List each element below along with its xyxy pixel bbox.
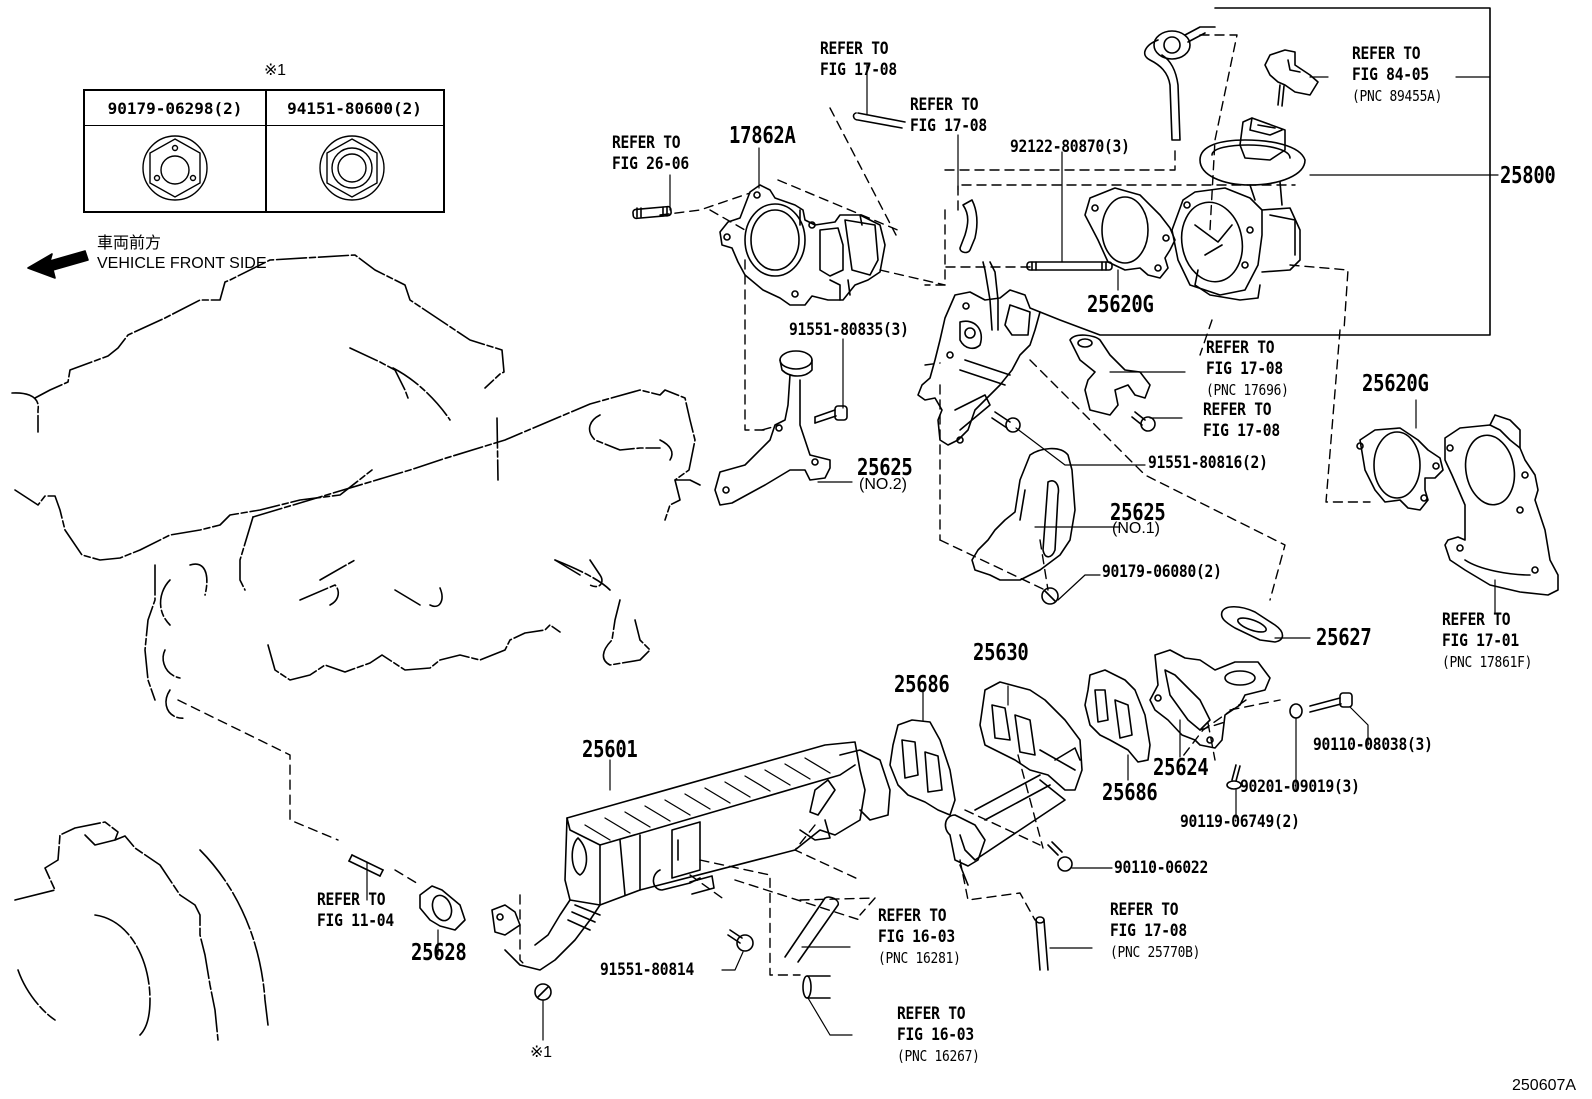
part-25627[interactable]: 25627 bbox=[1316, 625, 1372, 651]
gasket-25627-drawing bbox=[1220, 605, 1284, 643]
insulator-no1-drawing bbox=[971, 447, 1076, 581]
bolt-icon bbox=[814, 405, 848, 424]
egr-bracket-center-drawing bbox=[917, 289, 1041, 446]
bolt-icon bbox=[727, 929, 754, 952]
fastener-table-col-1[interactable]: 90179-06298(2) bbox=[85, 91, 266, 126]
part-25628[interactable]: 25628 bbox=[411, 940, 467, 966]
arrow-left-icon bbox=[27, 250, 89, 279]
engine-block-outline bbox=[11, 254, 701, 719]
part-25620G-lower[interactable]: 25620G bbox=[1362, 371, 1429, 397]
fastener-91551-80835[interactable]: 91551-80835(3) bbox=[789, 320, 909, 340]
vehicle-front-label: VEHICLE FRONT SIDE bbox=[97, 255, 267, 272]
transmission-housing-outline bbox=[14, 821, 269, 1041]
ref-fig-17-08-b[interactable]: REFER TO FIG 17-08 bbox=[910, 95, 987, 136]
bolt-icon bbox=[1309, 692, 1353, 713]
fastener-90179-06080[interactable]: 90179-06080(2) bbox=[1102, 562, 1222, 582]
bracket-no2-drawing bbox=[714, 350, 831, 506]
hose-16281-drawing bbox=[784, 896, 840, 963]
ref-fig-17-01[interactable]: REFER TO FIG 17-01 (PNC 17861F) bbox=[1442, 610, 1533, 671]
bolt-icon bbox=[1047, 841, 1073, 872]
fastener-90201-09019[interactable]: 90201-09019(3) bbox=[1240, 777, 1360, 797]
part-25625-no2-suffix: (NO.2) bbox=[859, 476, 907, 493]
stud-bolt-icon bbox=[632, 205, 672, 220]
throttle-body-drawing bbox=[719, 184, 886, 306]
part-25800[interactable]: 25800 bbox=[1500, 163, 1556, 189]
part-25620G-upper[interactable]: 25620G bbox=[1087, 292, 1154, 318]
ref-fig-26-06[interactable]: REFER TO FIG 26-06 bbox=[612, 133, 689, 174]
nut-icon bbox=[534, 983, 552, 1001]
ref-fig-17-08-a[interactable]: REFER TO FIG 17-08 bbox=[820, 39, 897, 80]
fastener-90110-08038[interactable]: 90110-08038(3) bbox=[1313, 735, 1433, 755]
ref-fig-17-08-pnc-17696[interactable]: REFER TO FIG 17-08 (PNC 17696) bbox=[1206, 338, 1289, 399]
note-marker-1-callout: ※1 bbox=[530, 1044, 552, 1061]
ref-fig-17-08-pnc-25770B[interactable]: REFER TO FIG 17-08 (PNC 25770B) bbox=[1110, 900, 1201, 961]
ref-fig-84-05[interactable]: REFER TO FIG 84-05 (PNC 89455A) bbox=[1352, 44, 1443, 105]
long-stud-bolt-icon bbox=[1026, 261, 1113, 271]
egr-valve-drawing bbox=[1171, 117, 1306, 301]
figure-id: 250607A bbox=[1512, 1077, 1577, 1094]
leader-lines bbox=[366, 64, 1499, 1041]
washer-icon bbox=[1289, 703, 1303, 719]
egr-cooler-drawing bbox=[491, 741, 891, 971]
ref-fig-11-04[interactable]: REFER TO FIG 11-04 bbox=[317, 890, 394, 931]
table-divider bbox=[265, 91, 267, 211]
ref-fig-16-03-pnc-16267[interactable]: REFER TO FIG 16-03 (PNC 16267) bbox=[897, 1004, 980, 1065]
part-25686-left[interactable]: 25686 bbox=[894, 672, 950, 698]
flange-nut-with-lock-points-icon bbox=[85, 126, 266, 211]
egr-gasket-upper-drawing bbox=[1084, 187, 1176, 279]
egr-valve-group-frame bbox=[1039, 7, 1491, 336]
bolt-icon bbox=[991, 411, 1021, 433]
bracket-17696-drawing bbox=[1069, 334, 1151, 416]
note-marker-1: ※1 bbox=[264, 62, 286, 79]
part-25624[interactable]: 25624 bbox=[1153, 755, 1209, 781]
fastener-90110-06022[interactable]: 90110-06022 bbox=[1114, 858, 1208, 878]
flange-nut-icon bbox=[266, 126, 443, 211]
nut-icon bbox=[1041, 587, 1059, 605]
gasket-25686-upper-drawing bbox=[1084, 669, 1151, 763]
vacuum-hose-drawing bbox=[852, 112, 999, 331]
egr-pipe-flange-drawing bbox=[1149, 649, 1271, 749]
part-25630[interactable]: 25630 bbox=[973, 640, 1029, 666]
egr-valve-lower-drawing bbox=[944, 681, 1083, 886]
fastener-90119-06749[interactable]: 90119-06749(2) bbox=[1180, 812, 1300, 832]
egr-gasket-lower-drawing bbox=[1356, 427, 1444, 511]
vacuum-switching-valve-drawing bbox=[1143, 26, 1216, 141]
fastener-table-col-2[interactable]: 94151-80600(2) bbox=[266, 91, 443, 126]
vehicle-front-jp: 車両前方 bbox=[97, 235, 162, 252]
egr-outlet-pipe-drawing bbox=[1444, 414, 1559, 596]
gasket-25628-drawing bbox=[419, 885, 466, 931]
part-25625-no2[interactable]: 25625 bbox=[857, 455, 913, 481]
fastener-table: 90179-06298(2) 94151-80600(2) bbox=[83, 89, 445, 213]
part-25601[interactable]: 25601 bbox=[582, 737, 638, 763]
part-25625-no1-suffix: (NO.1) bbox=[1112, 520, 1160, 537]
hose-25770B-drawing bbox=[1035, 916, 1049, 971]
ref-fig-16-03-pnc-16281[interactable]: REFER TO FIG 16-03 (PNC 16281) bbox=[878, 906, 961, 967]
gasket-25686-lower-drawing bbox=[889, 719, 956, 816]
stud-bolt-icon bbox=[348, 854, 384, 877]
part-25625-no1[interactable]: 25625 bbox=[1110, 500, 1166, 526]
hose-16267-drawing bbox=[802, 975, 831, 999]
egr-position-sensor-drawing bbox=[1264, 49, 1319, 107]
ref-fig-17-08-c[interactable]: REFER TO FIG 17-08 bbox=[1203, 400, 1280, 441]
part-25686-right[interactable]: 25686 bbox=[1102, 780, 1158, 806]
part-17862A[interactable]: 17862A bbox=[729, 123, 796, 149]
fastener-92122-80870[interactable]: 92122-80870(3) bbox=[1010, 137, 1130, 157]
stud-icon bbox=[1226, 764, 1242, 790]
fastener-91551-80816[interactable]: 91551-80816(2) bbox=[1148, 453, 1268, 473]
fastener-91551-80814[interactable]: 91551-80814 bbox=[600, 960, 694, 980]
bolt-icon bbox=[1131, 411, 1156, 432]
